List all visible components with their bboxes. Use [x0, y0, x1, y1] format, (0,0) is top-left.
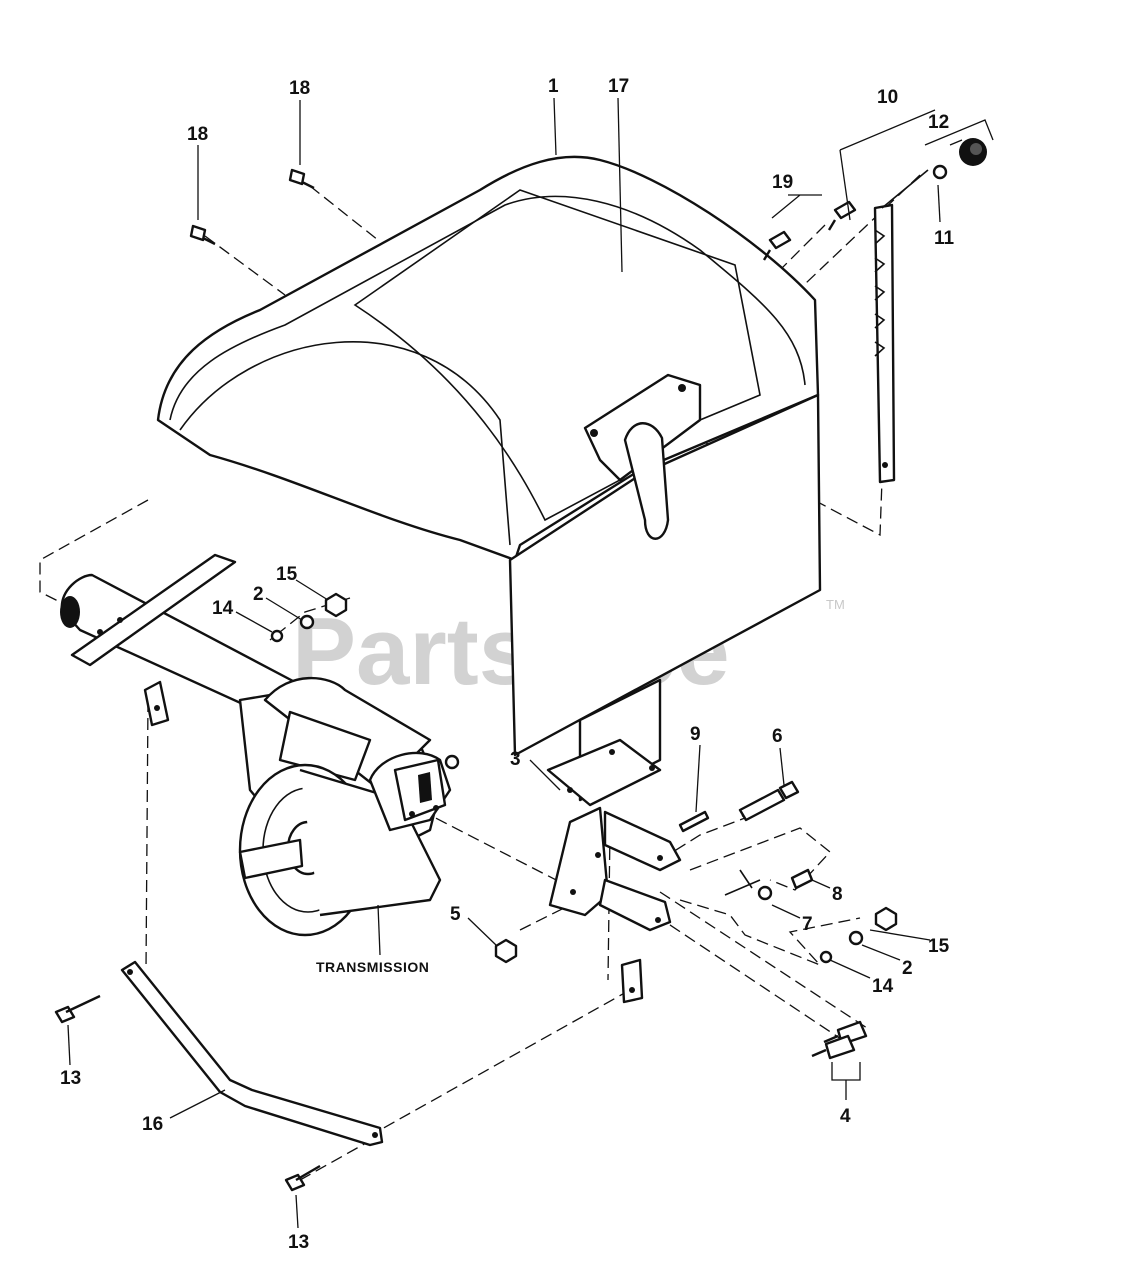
hardware [54, 592, 898, 1192]
callout-14-right: 14 [872, 976, 894, 997]
callout-1: 1 [548, 76, 559, 97]
callout-13-bottom: 13 [288, 1232, 309, 1253]
bolts-18 [189, 168, 315, 246]
callout-9: 9 [690, 724, 701, 745]
callout-11: 11 [934, 228, 955, 249]
callout-8: 8 [832, 884, 843, 905]
tine-shield [156, 155, 822, 802]
callout-12: 12 [928, 112, 949, 133]
callout-2-right: 2 [902, 958, 913, 979]
callout-6: 6 [772, 726, 783, 747]
bolts-19 [762, 200, 857, 261]
part-16-bar [120, 960, 384, 1147]
callout-15-left: 15 [276, 564, 298, 585]
callout-3: 3 [510, 749, 521, 770]
callout-16: 16 [142, 1114, 163, 1135]
callout-14-left: 14 [212, 598, 234, 619]
tine-shaft [60, 553, 312, 732]
callout-10: 10 [877, 87, 898, 108]
callout-5: 5 [450, 904, 461, 925]
callout-15-right: 15 [928, 936, 950, 957]
callout-18-left: 18 [187, 124, 208, 145]
depth-bar-assembly [873, 138, 987, 484]
callout-17: 17 [608, 76, 629, 97]
leader-lines [67, 97, 994, 1229]
callouts: 1 17 18 18 19 10 12 11 15 2 14 3 9 6 8 7… [60, 76, 955, 1253]
transmission-label: TRANSMISSION [316, 959, 429, 975]
trademark-mark: TM [826, 597, 845, 612]
callout-4: 4 [840, 1106, 851, 1127]
callout-7: 7 [802, 914, 813, 935]
callout-13-left: 13 [60, 1068, 81, 1089]
callout-19: 19 [772, 172, 793, 193]
callout-18-top: 18 [289, 78, 310, 99]
transmission [238, 676, 460, 937]
mounting-bracket [546, 738, 682, 1004]
callout-2-left: 2 [253, 584, 264, 605]
